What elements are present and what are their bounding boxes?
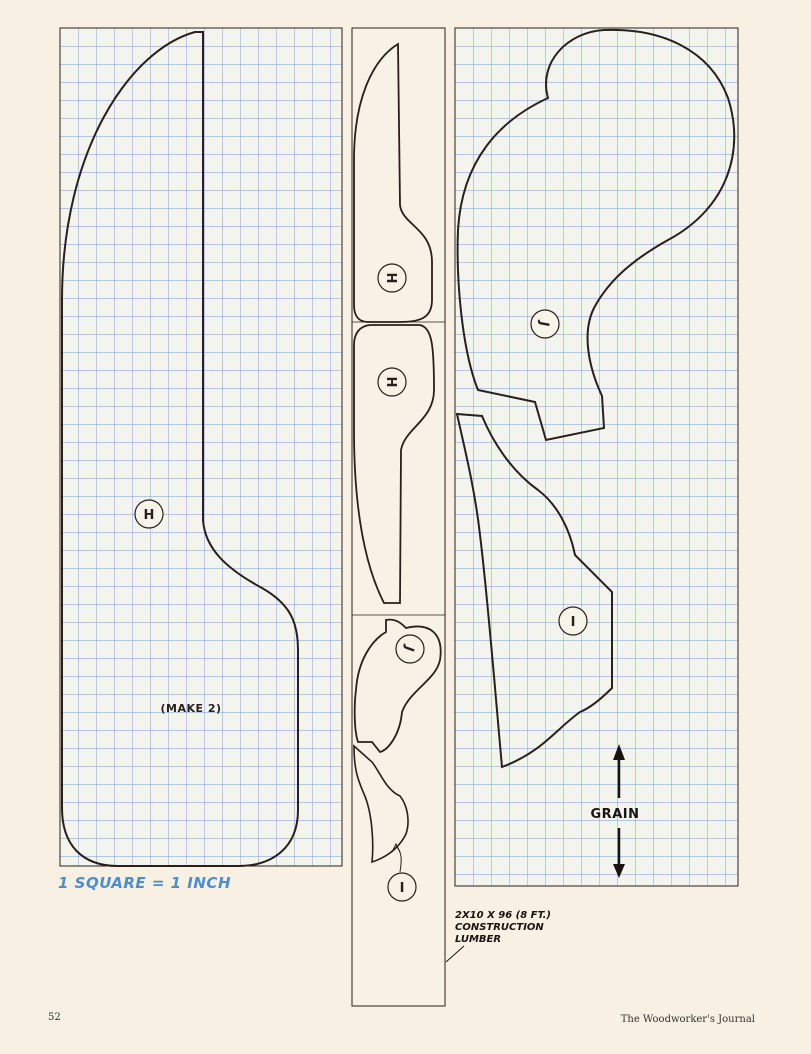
make-two-note: (MAKE 2) [160,702,221,715]
grain-arrow-head-down [613,864,625,878]
lumber-note: 2X10 X 96 (8 FT.) CONSTRUCTION LUMBER [445,910,551,963]
label-j-large: J [536,319,552,327]
label-circle-i-large: I [558,606,588,636]
grain-arrow-head-up [613,744,625,760]
label-circle-h-middle: H [377,367,407,397]
label-circle-i-small: I [387,872,417,902]
label-h-middle: H [383,377,398,388]
label-circle-j-small: J [395,634,425,664]
journal-name: The Woodworker's Journal [620,1014,755,1025]
left-grid [59,27,343,867]
left-grid-lines [60,28,342,866]
part-h-middle-outline [353,324,435,604]
label-h-large: H [144,508,155,523]
lumber-note-pointer-line [445,945,465,963]
label-j-small: J [401,643,417,654]
scale-note: 1 SQUARE = 1 INCH [58,874,231,892]
lumber-board-outline [351,27,446,1007]
label-circle-h-large: H [134,499,164,529]
lumber-note-line-1: 2X10 X 96 (8 FT.) [455,910,551,921]
part-j-large-outline [456,28,736,442]
part-i-small-outline [353,744,409,864]
page-number: 52 [48,1012,61,1023]
label-i-large: I [571,615,576,630]
right-grid-border [454,27,739,887]
right-grid [454,27,739,887]
grain-arrow: GRAIN [591,744,640,878]
grain-label: GRAIN [591,807,640,822]
part-h-large-outline [61,31,299,867]
label-circle-j-large: J [530,309,560,339]
part-j-small-outline [353,618,442,754]
lumber-note-line-2: CONSTRUCTION [455,922,544,933]
i-small-pointer-arrowhead [391,842,401,853]
part-i-large-outline [455,412,613,769]
right-grid-lines [455,28,738,886]
label-i-small: I [400,881,405,896]
label-circle-h-upper: H [377,263,407,293]
label-h-upper: H [383,273,398,284]
part-h-upper-outline [353,42,433,323]
lumber-note-line-3: LUMBER [455,934,501,945]
lumber-board [351,27,446,1007]
